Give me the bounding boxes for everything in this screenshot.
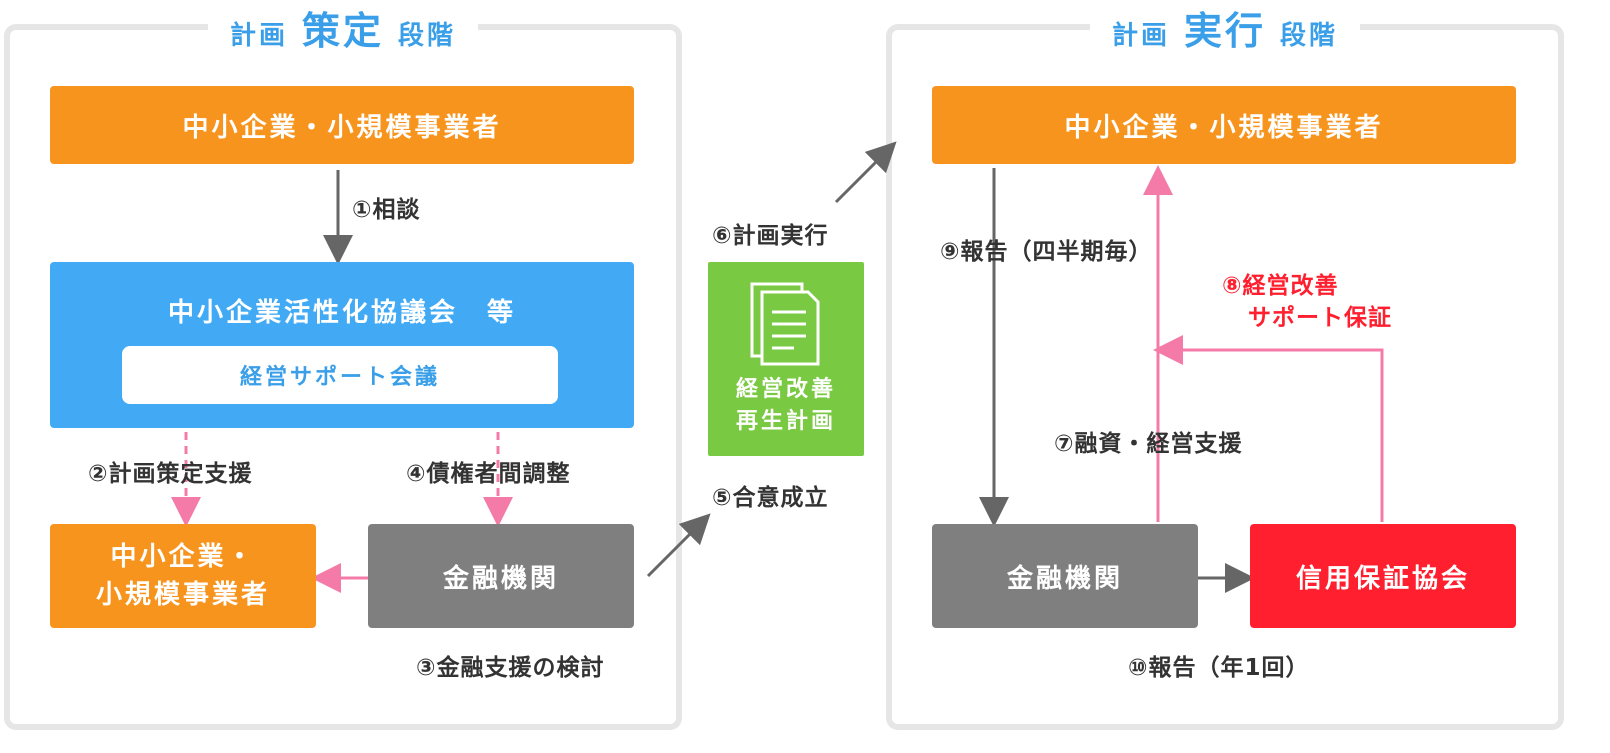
sme-box-top-left: 中小企業・小規模事業者 <box>50 86 634 164</box>
bank-box-left: 金融機関 <box>368 524 634 628</box>
step3-financial-support-label: ③金融支援の検討 <box>416 655 605 681</box>
sme-box-top-right: 中小企業・小規模事業者 <box>932 86 1516 164</box>
agreement-arrow <box>646 513 711 578</box>
step10-annual-report-label: ⑩報告（年1回） <box>1128 655 1310 681</box>
credit-guarantee-box: 信用保証協会 <box>1250 524 1516 628</box>
step1-consult-label: ①相談 <box>352 197 421 223</box>
planning-stage-title: 計画 策定 段階 <box>10 0 676 55</box>
step5-agreement-label: ⑤合意成立 <box>712 485 829 511</box>
step7-loan-support-label: ⑦融資・経営支援 <box>1054 431 1243 457</box>
execution-arrow <box>834 141 897 204</box>
guarantee-arrow <box>1153 335 1384 522</box>
improvement-plan-box: 経営改善 再生計画 <box>708 262 864 456</box>
step8-guarantee-label: ⑧経営改善 サポート保証 <box>1222 273 1392 331</box>
step6-plan-execution-label: ⑥計画実行 <box>712 223 829 249</box>
council-title: 中小企業活性化協議会 等 <box>167 298 516 328</box>
step4-creditor-adjust-label: ④債権者間調整 <box>406 461 571 487</box>
step9-quarterly-report-label: ⑨報告（四半期毎） <box>940 239 1153 265</box>
execution-stage-title: 計画 実行 段階 <box>892 0 1558 55</box>
bank-box-right: 金融機関 <box>932 524 1198 628</box>
management-support-meeting-box: 経営サポート会議 <box>122 346 558 404</box>
sme-box-bottom-left: 中小企業・ 小規模事業者 <box>50 524 316 628</box>
step2-plan-support-label: ②計画策定支援 <box>88 461 253 487</box>
document-icon <box>750 282 820 366</box>
